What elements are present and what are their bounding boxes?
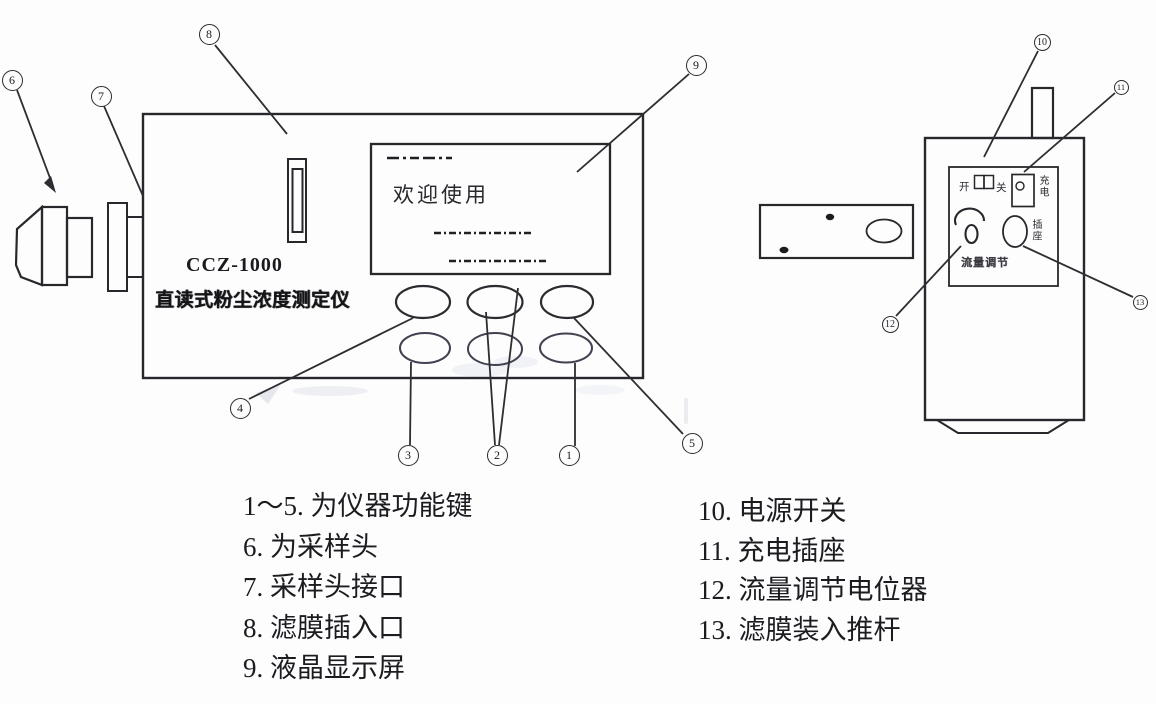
- callout-3: 3: [397, 444, 419, 466]
- leader-12: [895, 245, 962, 317]
- legend-left-column: 1～5. 为仪器功能键 6. 为采样头 7. 采样头接口 8. 滤膜插入口 9.…: [243, 486, 473, 689]
- leader-5: [573, 317, 684, 435]
- legend-item: 11. 充电插座: [698, 535, 846, 566]
- leader-9: [576, 73, 690, 173]
- legend-item: 1～5. 为仪器功能键: [243, 491, 473, 521]
- flow-knob: [953, 207, 986, 245]
- callout-8: 8: [198, 23, 220, 45]
- leader-11: [1023, 92, 1116, 173]
- callout-12: 12: [881, 315, 899, 333]
- legend-item: 9. 液晶显示屏: [243, 653, 405, 683]
- power-on-label: 开: [959, 182, 970, 193]
- legend-item: 10. 电源开关: [698, 496, 847, 526]
- filter-slot-inner: [291, 168, 304, 233]
- legend-item: 6. 为采样头: [243, 531, 378, 562]
- power-off-label: 关: [996, 183, 1007, 194]
- callout-13: 13: [1132, 294, 1148, 310]
- function-keys: [394, 284, 595, 366]
- scan-artifacts: [256, 356, 688, 424]
- charge-label: 充电: [1037, 175, 1048, 198]
- leader-6-arrowhead: [44, 176, 56, 193]
- push-rod-plate: [758, 203, 915, 260]
- callout-1: 1: [558, 444, 580, 466]
- callout-4: 4: [229, 397, 251, 419]
- flow-adjust-label: 流量调节: [961, 257, 1009, 269]
- callout-2: 2: [486, 444, 508, 466]
- leader-3: [409, 361, 412, 446]
- callout-lines: [16, 44, 1134, 446]
- callout-6: 6: [1, 69, 23, 91]
- legend-item: 12. 流量调节电位器: [698, 575, 928, 605]
- device-model-label: CCZ-1000: [186, 254, 283, 276]
- leader-2a: [485, 311, 496, 446]
- leader-8: [214, 44, 288, 135]
- legend-item: 13. 滤膜装入推杆: [698, 614, 901, 645]
- push-rod: [1030, 86, 1055, 140]
- socket-oval: [1002, 215, 1028, 248]
- charge-socket: [1011, 173, 1035, 208]
- sampling-port: [107, 202, 144, 292]
- power-switch: [973, 174, 995, 190]
- leader-13: [1022, 245, 1134, 298]
- leader-2b: [498, 287, 519, 446]
- pump-unit-outline: [923, 86, 1086, 434]
- socket-label: 插座: [1030, 219, 1041, 242]
- device-name-label: 直读式粉尘浓度测定仪: [155, 290, 351, 311]
- callout-10: 10: [1033, 33, 1051, 51]
- control-panel: [948, 166, 1059, 287]
- sampling-head: [14, 204, 94, 287]
- leader-6: [16, 89, 54, 187]
- leader-4: [248, 317, 414, 400]
- callout-9: 9: [685, 54, 707, 76]
- filter-slot-outer: [287, 158, 307, 243]
- callout-7: 7: [90, 85, 112, 107]
- legend-item: 7. 采样头接口: [243, 572, 405, 602]
- callout-11: 11: [1113, 79, 1129, 95]
- leader-7: [103, 105, 144, 197]
- leader-10: [983, 50, 1039, 158]
- lcd-dashed-lines: [387, 156, 549, 263]
- callout-5: 5: [681, 432, 703, 454]
- lcd-screen: [369, 142, 612, 276]
- legend-right-column: 10. 电源开关 11. 充电插座 12. 流量调节电位器 13. 滤膜装入推杆: [698, 492, 928, 650]
- lcd-message: 欢迎使用: [393, 183, 489, 207]
- legend-item: 8. 滤膜插入口: [243, 612, 405, 643]
- main-device-outline: [141, 112, 645, 380]
